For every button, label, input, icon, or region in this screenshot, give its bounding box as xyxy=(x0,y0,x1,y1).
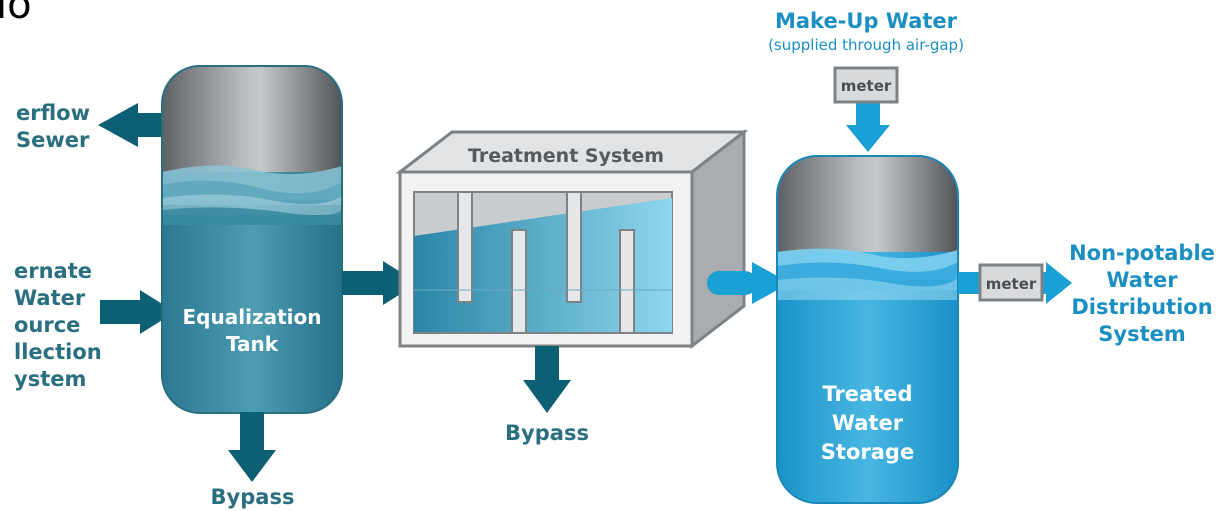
inflow-arrow-icon xyxy=(100,290,175,334)
treated-storage-outline xyxy=(776,155,959,504)
equalization-tank-label: Equalization Tank xyxy=(182,305,322,356)
meter-top: meter xyxy=(833,66,899,104)
bypass-center-arrow-icon xyxy=(523,346,571,413)
meter-right-label: meter xyxy=(986,275,1037,293)
alternate-source-label: ernate Water ource llection ystem xyxy=(14,259,102,391)
overflow-sewer-label: erflow Sewer xyxy=(16,101,90,152)
makeup-water-subtitle: (supplied through air-gap) xyxy=(768,36,964,54)
treatment-system-box: Treatment System xyxy=(395,128,749,350)
distribution-system-label: Non-potable Water Distribution System xyxy=(1069,241,1215,346)
bypass-left-arrow-icon xyxy=(228,412,276,482)
treated-storage-label: Treated Water Storage xyxy=(820,382,915,464)
bypass-left-label: Bypass xyxy=(210,485,295,509)
equalization-tank xyxy=(162,66,342,413)
makeup-water-title: Make-Up Water xyxy=(774,9,958,33)
meter-right: meter xyxy=(978,263,1044,302)
treated-storage-tank xyxy=(777,156,958,503)
treatment-system-title: Treatment System xyxy=(468,145,664,167)
meter-top-label: meter xyxy=(841,77,892,95)
overflow-arrow-icon xyxy=(98,103,165,147)
to-storage-arrow-icon xyxy=(707,262,790,304)
bypass-center-label: Bypass xyxy=(505,421,589,445)
makeup-arrow-icon xyxy=(846,103,890,152)
